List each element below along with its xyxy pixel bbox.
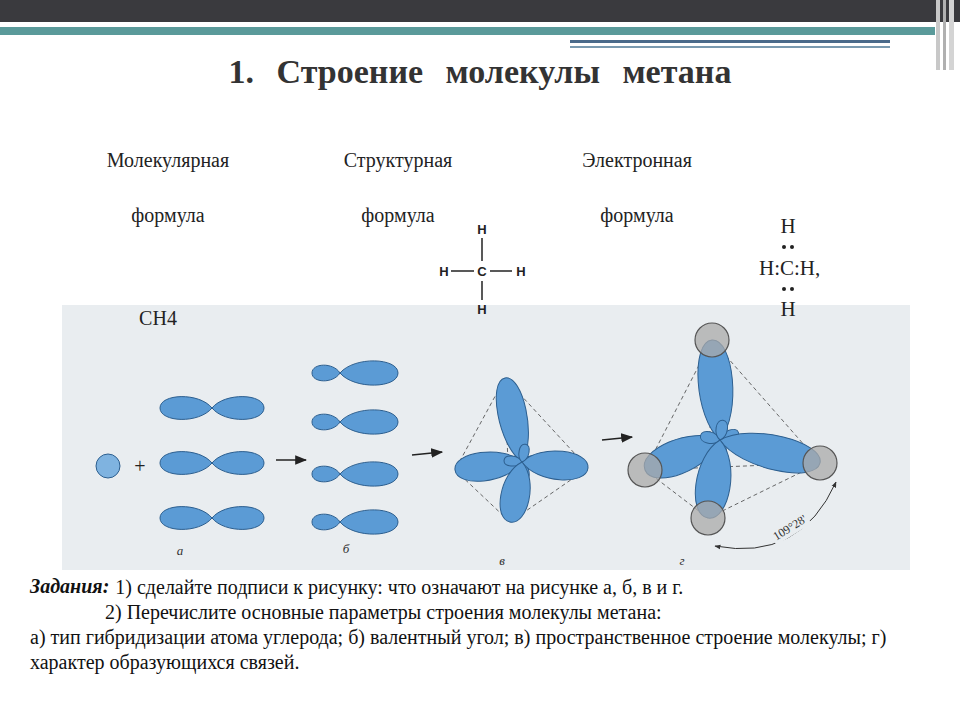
orbital-lobe xyxy=(212,452,264,475)
slide-title: 1. Строение молекулы метана xyxy=(229,53,732,91)
orbital-lobe xyxy=(491,375,536,465)
orbital-lobe xyxy=(714,419,728,441)
orbital-lobe xyxy=(340,462,398,486)
bond-line xyxy=(490,270,512,272)
accent-line xyxy=(570,40,890,43)
bond-line xyxy=(451,270,474,272)
column-heading: Молекулярная формула xyxy=(78,133,258,243)
bond-line xyxy=(481,281,483,300)
orbital-lobe xyxy=(340,361,398,385)
figure-letter: б xyxy=(343,541,350,557)
orbital-lobe xyxy=(312,414,340,430)
task-text: 2) Перечислите основные параметры строен… xyxy=(105,600,662,625)
atom-symbol: H xyxy=(780,297,795,322)
orbital-lobe xyxy=(212,507,264,530)
electron-dot xyxy=(782,245,786,249)
task-heading: Задания: xyxy=(30,575,109,598)
teal-strip xyxy=(0,27,935,35)
column-heading: Структурная формула xyxy=(316,133,481,243)
orbitals xyxy=(96,323,837,535)
plus-sign: + xyxy=(134,455,145,478)
orbital-lobe xyxy=(160,507,212,530)
atom-symbol: H xyxy=(439,264,448,279)
accent-line xyxy=(570,46,890,48)
hydrogen-atom xyxy=(803,446,837,480)
angle-arc xyxy=(715,482,836,549)
electron-formula: H:C:H, xyxy=(759,256,820,281)
step-arrow xyxy=(602,437,632,440)
side-stripe xyxy=(936,0,940,70)
top-bar xyxy=(0,0,960,22)
side-stripe xyxy=(949,0,954,70)
orbital-lobe xyxy=(496,459,536,525)
step-arrow xyxy=(412,452,442,455)
side-stripe xyxy=(943,0,946,70)
orbital-lobe xyxy=(312,514,340,530)
hydrogen-atom xyxy=(628,453,662,487)
molecular-formula: CH4 xyxy=(139,307,177,330)
orbital-lobe xyxy=(312,466,340,482)
orbital-lobe xyxy=(340,410,398,434)
picture-ground xyxy=(62,305,910,570)
atom-symbol: H xyxy=(477,222,486,237)
orbital-lobe xyxy=(212,397,264,420)
structural-bonds xyxy=(451,238,512,300)
orbital-lobe xyxy=(160,397,212,420)
electron-dot xyxy=(782,287,786,291)
figure-letter: а xyxy=(177,543,184,559)
column-heading: Электронная формула xyxy=(555,133,720,243)
hydrogen-atom xyxy=(695,323,729,357)
step-arrow xyxy=(276,459,306,461)
figure-letter: г xyxy=(679,553,684,569)
electron-dot xyxy=(790,287,794,291)
hydrogen-atom xyxy=(691,501,725,535)
orbital-lobe xyxy=(517,443,530,463)
orbital-lobe xyxy=(312,365,340,381)
atom-symbol: H xyxy=(516,264,525,279)
figure-letter: в xyxy=(499,553,505,569)
bond-line xyxy=(481,238,483,261)
task-text: 1) сделайте подписи к рисунку: что означ… xyxy=(115,575,683,600)
task-text: а) тип гибридизации атома углерода; б) в… xyxy=(30,625,925,675)
atom-symbol: H xyxy=(780,214,795,239)
electron-dot xyxy=(790,245,794,249)
orbital-lobe xyxy=(521,448,590,482)
orbital-lobe xyxy=(340,510,398,534)
orbital-lobe xyxy=(160,452,212,475)
atom-symbol: C xyxy=(477,264,486,279)
atom-symbol: H xyxy=(477,302,486,317)
s-orbital xyxy=(96,454,120,478)
